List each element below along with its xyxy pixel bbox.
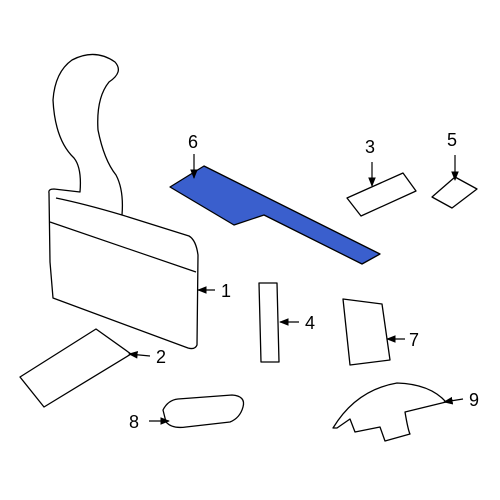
part-3-pad[interactable] <box>346 172 417 217</box>
part-9-arch[interactable] <box>332 382 447 442</box>
part-7-pad[interactable] <box>342 298 391 366</box>
leader-2 <box>128 350 151 359</box>
callout-3: 3 <box>365 137 375 157</box>
callout-6: 6 <box>188 132 198 152</box>
callout-2: 2 <box>156 347 166 367</box>
callout-7: 7 <box>409 330 419 350</box>
part-8-pad[interactable] <box>162 394 245 429</box>
part-5-pad[interactable] <box>431 176 478 209</box>
callout-5: 5 <box>447 130 457 150</box>
callout-8: 8 <box>129 412 139 432</box>
callout-4: 4 <box>305 313 315 333</box>
leader-9 <box>443 396 464 405</box>
callout-9: 9 <box>469 390 479 410</box>
part-1-door-panel[interactable] <box>48 53 199 350</box>
part-4-strip[interactable] <box>258 282 280 363</box>
callout-1: 1 <box>221 281 231 301</box>
part-6-insulator[interactable] <box>169 165 381 265</box>
part-2-pad[interactable] <box>19 328 132 408</box>
